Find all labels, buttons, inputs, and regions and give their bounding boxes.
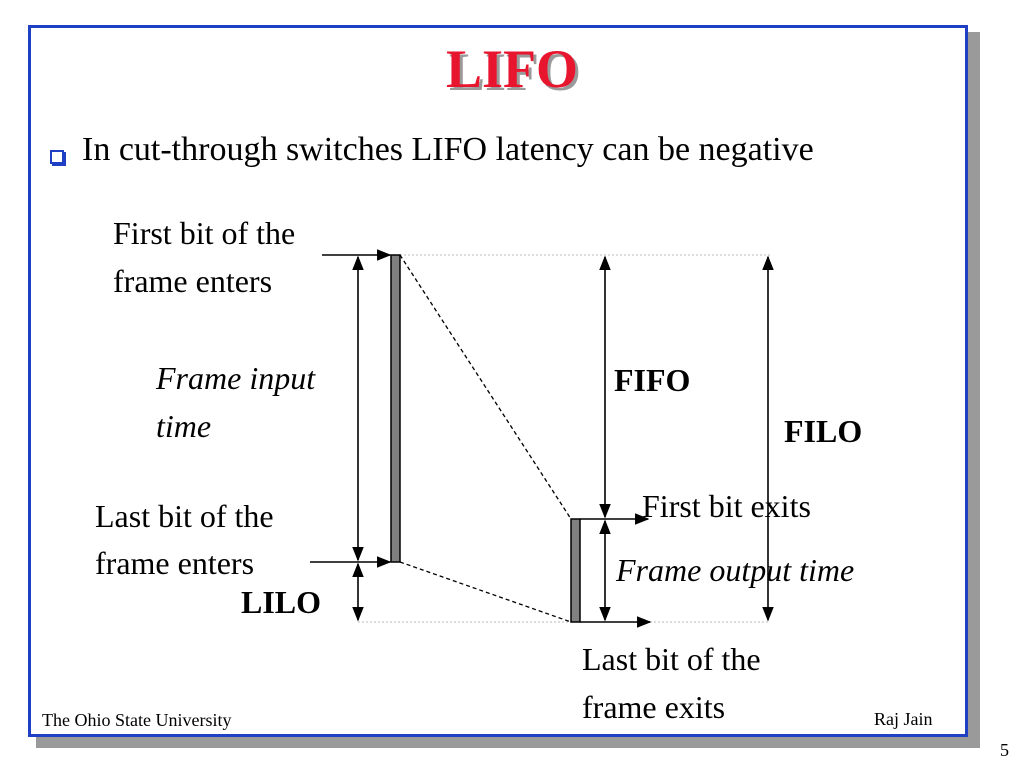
bullet-text: In cut-through switches LIFO latency can… (82, 131, 814, 168)
slide-title: LIFO (445, 39, 579, 99)
filo-label: FILO (784, 413, 863, 449)
first-bit-dashed-connector (399, 254, 572, 520)
frame-input-time-label-line1: Frame input (156, 360, 316, 396)
last-bit-exits-label-line2: frame exits (582, 689, 726, 725)
slide-frame (28, 25, 968, 737)
last-bit-enters-label-line2: frame enters (95, 545, 255, 581)
page-number: 5 (1000, 740, 1009, 760)
frame-output-time-label: Frame output time (616, 552, 855, 588)
footer-university: The Ohio State University (42, 710, 232, 730)
footer-author: Raj Jain (874, 709, 933, 729)
output-frame-bar (570, 518, 581, 623)
first-bit-enters-label-line2: frame enters (113, 263, 273, 299)
bullet-square-icon (50, 150, 64, 164)
first-bit-exits-label: First bit exits (642, 488, 811, 524)
last-bit-enters-label-line1: Last bit of the (95, 498, 274, 534)
last-bit-dashed-connector (399, 561, 572, 623)
lilo-label: LILO (241, 584, 322, 620)
fifo-label: FIFO (614, 362, 691, 398)
last-bit-exits-label-line1: Last bit of the (582, 641, 761, 677)
input-frame-bar (390, 254, 401, 563)
frame-input-time-label-line2: time (156, 408, 212, 444)
first-bit-enters-label-line1: First bit of the (113, 215, 296, 251)
